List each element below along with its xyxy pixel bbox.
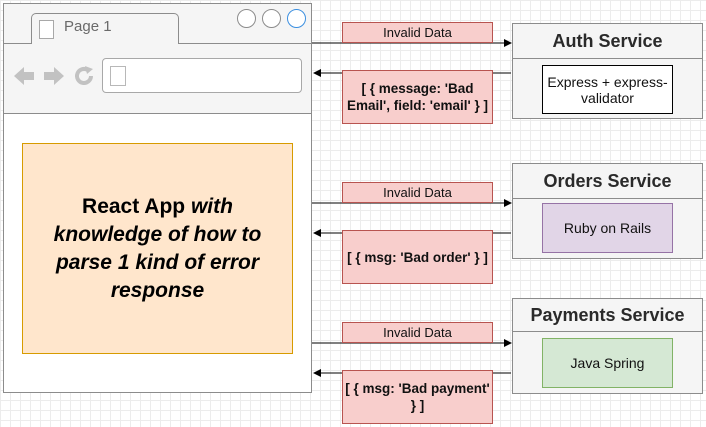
request-label-orders: Invalid Data (342, 182, 493, 203)
window-button-icon[interactable] (262, 9, 281, 28)
document-icon (39, 20, 54, 39)
request-label-payments: Invalid Data (342, 322, 493, 343)
express-box: Express + express-validator (542, 65, 673, 114)
response-label-payments: [ { msg: 'Bad payment' } ] (342, 370, 493, 424)
response-label-orders: [ { msg: 'Bad order' } ] (342, 230, 493, 284)
ruby-on-rails-box: Ruby on Rails (542, 203, 673, 253)
orders-service-title: Orders Service (513, 164, 702, 199)
address-bar[interactable] (102, 58, 302, 93)
request-label-auth: Invalid Data (342, 22, 493, 43)
forward-arrow-icon[interactable] (42, 64, 66, 88)
react-app-description: with knowledge of how to parse 1 kind of… (53, 194, 262, 302)
reload-icon[interactable] (72, 64, 96, 88)
browser-tab-label: Page 1 (64, 18, 112, 35)
browser-tab[interactable] (31, 13, 179, 44)
window-button-icon[interactable] (287, 9, 306, 28)
react-app-title: React App (82, 194, 186, 218)
java-spring-box: Java Spring (542, 338, 673, 388)
document-icon (110, 66, 126, 86)
auth-service-title: Auth Service (513, 24, 702, 59)
response-label-auth: [ { message: 'Bad Email', field: 'email'… (342, 70, 493, 124)
react-app-label: React App with knowledge of how to parse… (23, 193, 292, 305)
payments-service-title: Payments Service (513, 299, 702, 332)
window-button-icon[interactable] (237, 9, 256, 28)
react-app-box: React App with knowledge of how to parse… (22, 143, 293, 354)
back-arrow-icon[interactable] (12, 64, 36, 88)
